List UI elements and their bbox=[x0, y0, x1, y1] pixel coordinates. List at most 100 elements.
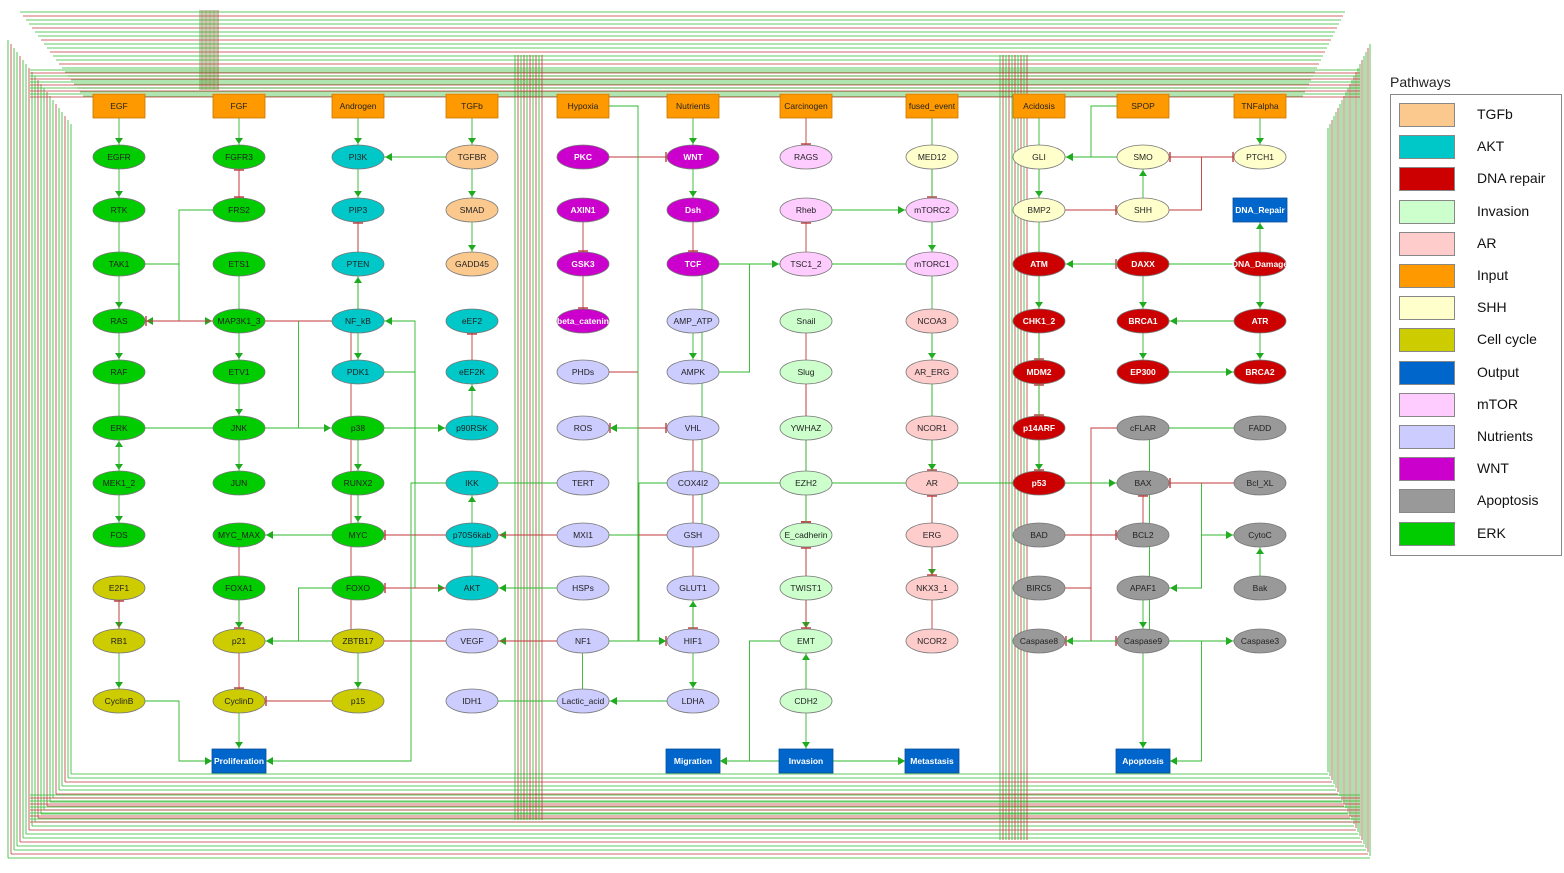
node-pip3[interactable]: PIP3 bbox=[331, 197, 385, 223]
node-ncoa3[interactable]: NCOA3 bbox=[905, 308, 959, 334]
node-smad[interactable]: SMAD bbox=[445, 197, 499, 223]
node-p70s6kab[interactable]: p70S6kab bbox=[445, 522, 499, 548]
node-egf[interactable]: EGF bbox=[92, 93, 146, 119]
node-hif1[interactable]: HIF1 bbox=[666, 628, 720, 654]
node-caspase9[interactable]: Caspase9 bbox=[1116, 628, 1170, 654]
node-emt[interactable]: EMT bbox=[779, 628, 833, 654]
node-fgf[interactable]: FGF bbox=[212, 93, 266, 119]
node-brca2[interactable]: BRCA2 bbox=[1233, 359, 1287, 385]
node-e2f1[interactable]: E2F1 bbox=[92, 575, 146, 601]
node-med12[interactable]: MED12 bbox=[905, 144, 959, 170]
node-ldha[interactable]: LDHA bbox=[666, 688, 720, 714]
node-erk[interactable]: ERK bbox=[92, 415, 146, 441]
node-bax[interactable]: BAX bbox=[1116, 470, 1170, 496]
node-p53[interactable]: p53 bbox=[1012, 470, 1066, 496]
node-tgfbr[interactable]: TGFBR bbox=[445, 144, 499, 170]
node-mtorc2[interactable]: mTORC2 bbox=[905, 197, 959, 223]
node-raf[interactable]: RAF bbox=[92, 359, 146, 385]
node-tcf[interactable]: TCF bbox=[666, 251, 720, 277]
node-lactic-acid[interactable]: Lactic_acid bbox=[556, 688, 610, 714]
node-dsh[interactable]: Dsh bbox=[666, 197, 720, 223]
node-cflar[interactable]: cFLAR bbox=[1116, 415, 1170, 441]
node-erg[interactable]: ERG bbox=[905, 522, 959, 548]
node-rtk[interactable]: RTK bbox=[92, 197, 146, 223]
node-wnt[interactable]: WNT bbox=[666, 144, 720, 170]
node-p21[interactable]: p21 bbox=[212, 628, 266, 654]
node-p38[interactable]: p38 bbox=[331, 415, 385, 441]
node-eef2k[interactable]: eEF2K bbox=[445, 359, 499, 385]
node-cytoc[interactable]: CytoC bbox=[1233, 522, 1287, 548]
node-tert[interactable]: TERT bbox=[556, 470, 610, 496]
node-invasion[interactable]: Invasion bbox=[778, 748, 834, 774]
node-birc5[interactable]: BIRC5 bbox=[1012, 575, 1066, 601]
node-chk1-2[interactable]: CHK1_2 bbox=[1012, 308, 1066, 334]
node-apaf1[interactable]: APAF1 bbox=[1116, 575, 1170, 601]
node-myc[interactable]: MYC bbox=[331, 522, 385, 548]
node-nkx3-1[interactable]: NKX3_1 bbox=[905, 575, 959, 601]
node-rheb[interactable]: Rheb bbox=[779, 197, 833, 223]
node-eef2[interactable]: eEF2 bbox=[445, 308, 499, 334]
node-ar[interactable]: AR bbox=[905, 470, 959, 496]
node-nutrients[interactable]: Nutrients bbox=[666, 93, 720, 119]
node-p90rsk[interactable]: p90RSK bbox=[445, 415, 499, 441]
node-gsh[interactable]: GSH bbox=[666, 522, 720, 548]
node-myc-max[interactable]: MYC_MAX bbox=[212, 522, 266, 548]
node-rags[interactable]: RAGS bbox=[779, 144, 833, 170]
node-pi3k[interactable]: PI3K bbox=[331, 144, 385, 170]
node-mdm2[interactable]: MDM2 bbox=[1012, 359, 1066, 385]
node-pdk1[interactable]: PDK1 bbox=[331, 359, 385, 385]
node-axin1[interactable]: AXIN1 bbox=[556, 197, 610, 223]
node-ets1[interactable]: ETS1 bbox=[212, 251, 266, 277]
node-nf1[interactable]: NF1 bbox=[556, 628, 610, 654]
node-spop[interactable]: SPOP bbox=[1116, 93, 1170, 119]
node-dna-damage[interactable]: DNA_Damage bbox=[1232, 251, 1288, 277]
node-ncor2[interactable]: NCOR2 bbox=[905, 628, 959, 654]
node-jun[interactable]: JUN bbox=[212, 470, 266, 496]
node-snail[interactable]: Snail bbox=[779, 308, 833, 334]
node-proliferation[interactable]: Proliferation bbox=[211, 748, 267, 774]
node-ywhaz[interactable]: YWHAZ bbox=[779, 415, 833, 441]
node-p14arf[interactable]: p14ARF bbox=[1012, 415, 1066, 441]
node-tgfb[interactable]: TGFb bbox=[445, 93, 499, 119]
node-ras[interactable]: RAS bbox=[92, 308, 146, 334]
node-tsc1-2[interactable]: TSC1_2 bbox=[779, 251, 833, 277]
node-amp-atp[interactable]: AMP_ATP bbox=[666, 308, 720, 334]
node-vhl[interactable]: VHL bbox=[666, 415, 720, 441]
node-cdh2[interactable]: CDH2 bbox=[779, 688, 833, 714]
node-ros[interactable]: ROS bbox=[556, 415, 610, 441]
node-migration[interactable]: Migration bbox=[665, 748, 721, 774]
node-ikk[interactable]: IKK bbox=[445, 470, 499, 496]
node-pkc[interactable]: PKC bbox=[556, 144, 610, 170]
node-p15[interactable]: p15 bbox=[331, 688, 385, 714]
node-ezh2[interactable]: EZH2 bbox=[779, 470, 833, 496]
node-rb1[interactable]: RB1 bbox=[92, 628, 146, 654]
node-fos[interactable]: FOS bbox=[92, 522, 146, 548]
node-jnk[interactable]: JNK bbox=[212, 415, 266, 441]
node-ampk[interactable]: AMPK bbox=[666, 359, 720, 385]
node-atr[interactable]: ATR bbox=[1233, 308, 1287, 334]
node-fgfr3[interactable]: FGFR3 bbox=[212, 144, 266, 170]
node-ptch1[interactable]: PTCH1 bbox=[1233, 144, 1287, 170]
node-mtorc1[interactable]: mTORC1 bbox=[905, 251, 959, 277]
node-ncor1[interactable]: NCOR1 bbox=[905, 415, 959, 441]
node-daxx[interactable]: DAXX bbox=[1116, 251, 1170, 277]
node-acidosis[interactable]: Acidosis bbox=[1012, 93, 1066, 119]
node-foxa1[interactable]: FOXA1 bbox=[212, 575, 266, 601]
node-tak1[interactable]: TAK1 bbox=[92, 251, 146, 277]
node-bcl2[interactable]: BCL2 bbox=[1116, 522, 1170, 548]
node-hypoxia[interactable]: Hypoxia bbox=[556, 93, 610, 119]
node-shh[interactable]: SHH bbox=[1116, 197, 1170, 223]
node-dna-repair[interactable]: DNA_Repair bbox=[1232, 197, 1288, 223]
node-glut1[interactable]: GLUT1 bbox=[666, 575, 720, 601]
node-bad[interactable]: BAD bbox=[1012, 522, 1066, 548]
node-e-cadherin[interactable]: E_cadherin bbox=[779, 522, 833, 548]
node-bcl-xl[interactable]: Bcl_XL bbox=[1233, 470, 1287, 496]
node-gadd45[interactable]: GADD45 bbox=[445, 251, 499, 277]
node-foxo[interactable]: FOXO bbox=[331, 575, 385, 601]
node-etv1[interactable]: ETV1 bbox=[212, 359, 266, 385]
node-ar-erg[interactable]: AR_ERG bbox=[905, 359, 959, 385]
node-slug[interactable]: Slug bbox=[779, 359, 833, 385]
node-brca1[interactable]: BRCA1 bbox=[1116, 308, 1170, 334]
node-caspase3[interactable]: Caspase3 bbox=[1233, 628, 1287, 654]
node-egfr[interactable]: EGFR bbox=[92, 144, 146, 170]
